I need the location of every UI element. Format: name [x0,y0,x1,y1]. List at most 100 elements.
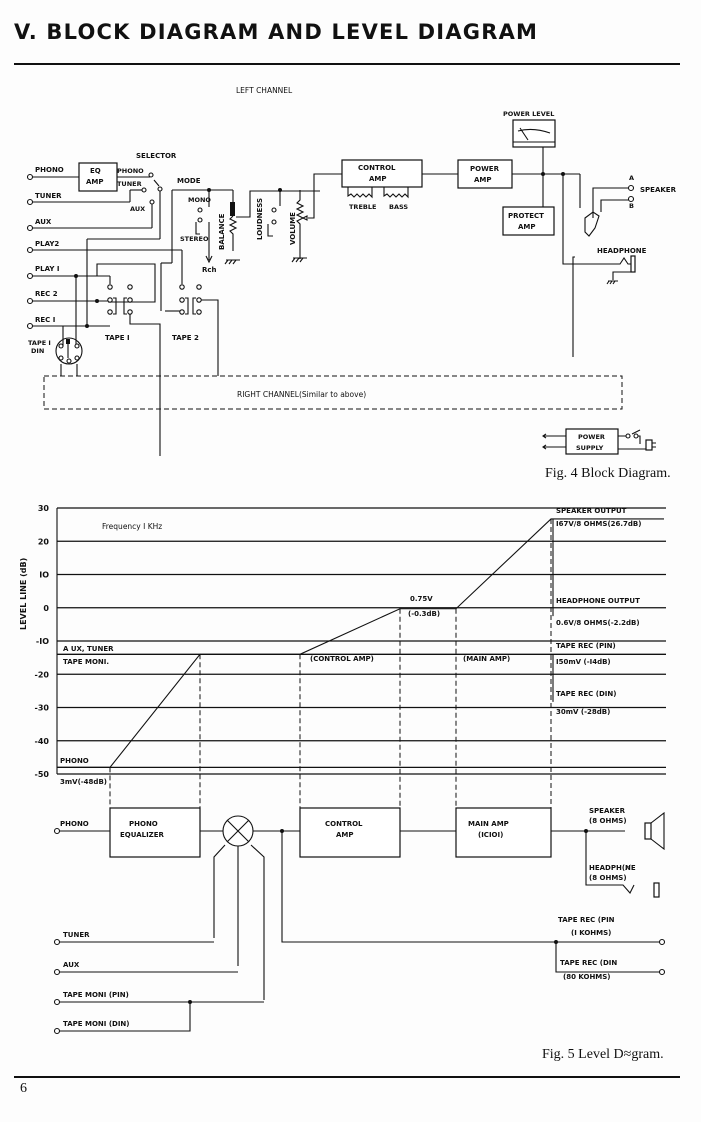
tape2-switch: TAPE 2 [165,250,219,376]
annotation: A UX, TUNER [63,645,114,653]
svg-text:PHONO: PHONO [35,166,64,174]
svg-text:HEADPH(N̸E: HEADPH(N̸E [589,864,636,872]
svg-text:PLAY I: PLAY I [35,265,59,273]
footer-rule [14,1076,680,1078]
annotation: TAPE REC (PIN) [556,642,616,650]
annotation: (CONTROL AMP) [310,655,374,663]
signal-level-line [57,518,664,768]
annotation: 30mV (-28dB) [556,708,610,716]
chart-title: Frequency I KHz [102,522,162,531]
annotation: SPEAKER OUTPUT [556,507,627,515]
headphone-output: HEADPH(N̸E (8 OHMS) [585,831,660,898]
y-tick-label: 0 [43,604,49,613]
phono-equalizer-block: PHONO EQUALIZER [109,807,201,858]
input-tuner: TUNER [26,192,130,206]
y-tick-label: 20 [38,537,50,546]
input-aux: AUX [26,218,152,232]
block-diagram: LEFT CHANNEL PHONO TUNER AUX PLAY2 PLAY … [26,86,677,456]
y-axis-label: LEVEL LINE (dB) [19,558,28,630]
control-amp-block: CONTROL AMP TREBLE BASS [341,159,423,211]
svg-text:RIGHT CHANNEL(Similar to above: RIGHT CHANNEL(Similar to above) [237,390,366,399]
svg-text:AUX: AUX [130,205,145,213]
svg-text:TAPE MONI (PIN): TAPE MONI (PIN) [63,991,129,999]
svg-text:SUPPLY: SUPPLY [576,444,604,452]
header-rule [14,63,680,65]
svg-text:AMP: AMP [369,175,387,183]
level-block-chain: PHONO PHONO EQUALIZER CONTROL AMP MAIN A… [53,807,666,1035]
annotation: TAPE MONI. [63,658,109,666]
svg-text:PHONO: PHONO [129,820,158,828]
svg-text:TAPE REC (DIN: TAPE REC (DIN [560,959,617,967]
svg-text:TAPE REC (PIN: TAPE REC (PIN [558,916,615,924]
left-channel-label: LEFT CHANNEL [236,86,293,95]
svg-text:MODE: MODE [177,177,201,185]
svg-text:PHONO: PHONO [117,167,144,175]
annotation: (-0.3dB) [408,610,440,618]
svg-text:Rch: Rch [202,266,217,274]
svg-text:REC 2: REC 2 [35,290,58,298]
fig4-caption: Fig. 4 Block Diagram. [545,466,671,481]
tape1-switch: TAPE I [74,263,161,456]
section-title: V. BLOCK DIAGRAM AND LEVEL DIAGRAM [14,20,539,44]
svg-text:POWER: POWER [470,165,500,173]
svg-text:TAPE I: TAPE I [105,334,130,342]
svg-text:TUNER: TUNER [117,180,142,188]
annotation: I50mV (-I4dB) [556,658,611,666]
power-supply-block: POWER SUPPLY [542,428,656,455]
selector-switch: SELECTOR PHONO TUNER AUX [86,152,177,326]
y-tick-label: 30 [38,504,50,513]
annotation: 0.6V/8 OHMS(-2.2dB) [556,619,640,627]
svg-text:EQUALIZER: EQUALIZER [120,831,165,839]
svg-text:TREBLE: TREBLE [349,203,376,211]
mode-switch: MODE MONO STEREO Rch [160,177,233,311]
loudness-switch: LOUDNESS [256,188,282,240]
eq-amp-block: EQ AMP [78,162,118,192]
power-level-meter: POWER LEVEL [503,110,556,207]
tape1-din-connector: TAPE I DIN [28,276,83,376]
annotation: I67V/8 OHMS(26.7dB) [556,520,641,528]
svg-text:CONTROL: CONTROL [325,820,363,828]
volume-control: VOLUME [289,173,342,263]
svg-text:(I KOHMS): (I KOHMS) [571,929,611,937]
svg-text:TAPE 2: TAPE 2 [172,334,199,342]
mixer-symbol [222,815,254,847]
svg-text:BASS: BASS [389,203,408,211]
svg-text:TAPE I: TAPE I [28,339,51,347]
svg-text:(80 KOHMS): (80 KOHMS) [563,973,611,981]
svg-text:SPEAKER: SPEAKER [589,807,626,815]
svg-text:BALANCE: BALANCE [218,213,226,250]
svg-text:TUNER: TUNER [35,192,62,200]
svg-text:AUX: AUX [63,961,80,969]
svg-text:PLAY2: PLAY2 [35,240,59,248]
annotation: 0.75V [410,595,433,603]
annotation: TAPE REC (DIN) [556,690,616,698]
svg-text:B: B [629,202,634,210]
svg-text:SELECTOR: SELECTOR [136,152,177,160]
svg-text:A: A [629,174,634,182]
annotation: PHONO [60,757,89,765]
annotation: (MAIN AMP) [463,655,510,663]
svg-text:MAIN AMP: MAIN AMP [468,820,509,828]
svg-text:AMP: AMP [336,831,354,839]
y-tick-label: -30 [35,704,50,713]
svg-text:LOUDNESS: LOUDNESS [256,198,264,240]
input-terminals: PHONO TUNER AUX PLAY2 PLAY I REC 2 REC I [26,166,182,330]
input-rec1: REC I [26,316,110,330]
control-amp-block: CONTROL AMP [299,807,401,858]
svg-text:(8 OHMS): (8 OHMS) [589,817,627,825]
annotation: 3mV(-48dB) [60,778,107,786]
svg-text:CONTROL: CONTROL [358,164,396,172]
svg-text:DIN: DIN [31,347,44,355]
annotation: HEADPHONE OUTPUT [556,597,640,605]
y-tick-label: -20 [35,670,50,679]
svg-text:SPEAKER: SPEAKER [640,186,677,194]
level-chart: LEVEL LINE (dB) Frequency I KHz 3020IO0-… [19,504,666,808]
svg-text:PROTECT: PROTECT [508,212,544,220]
right-channel-block: RIGHT CHANNEL(Similar to above) [43,375,623,410]
svg-text:PHONO: PHONO [60,820,89,828]
speaker-output: SPEAKER (8 OHMS) [589,807,665,851]
fig5-caption: Fig. 5 Level D≈gram. [542,1047,664,1062]
svg-text:(ICIOI): (ICIOI) [478,831,503,839]
svg-text:REC I: REC I [35,316,55,324]
